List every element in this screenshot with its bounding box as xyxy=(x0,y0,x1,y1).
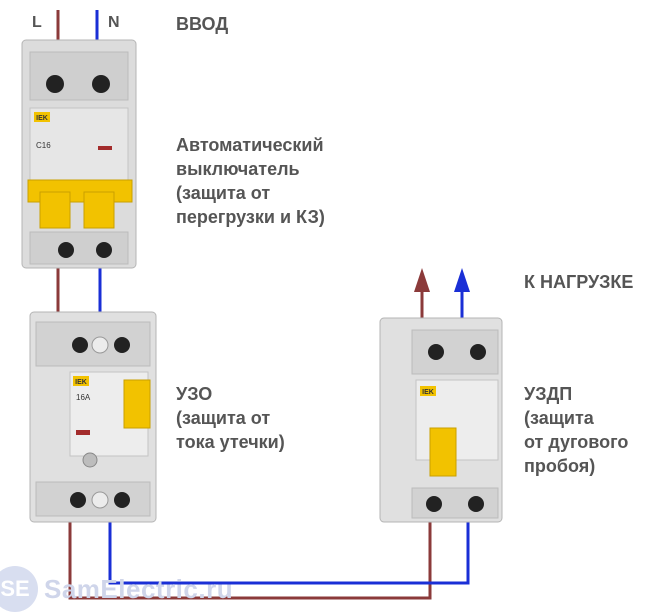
line-output-arrow-icon xyxy=(414,268,430,292)
load-label: К НАГРУЗКЕ xyxy=(524,272,634,292)
input-label: ВВОД xyxy=(176,14,229,34)
afdd-toggle xyxy=(429,427,457,477)
circuit-breaker: IEK C16 xyxy=(21,39,137,269)
rcd-brand: IEK xyxy=(75,379,87,386)
line-rcd-afdd-wire xyxy=(68,500,432,600)
breaker-toggle-right xyxy=(83,191,115,229)
watermark-text: SamElectric.ru xyxy=(44,573,234,604)
watermark-logo: SE xyxy=(0,566,38,612)
watermark: SE SamElectric.ru xyxy=(0,566,300,612)
afdd-brand-badge xyxy=(420,386,436,396)
rcd-toggle xyxy=(123,379,151,429)
rcd-test-button xyxy=(82,452,98,468)
breaker-toggle-left xyxy=(39,191,71,229)
line-wire-label: L xyxy=(32,14,42,31)
afdd-brand: IEK xyxy=(422,389,434,396)
rcd-label: УЗО (защита от тока утечки) xyxy=(176,384,285,452)
neutral-rcd-afdd-wire xyxy=(108,500,470,585)
afdd-label: УЗДП (защита от дугового пробоя) xyxy=(524,384,629,476)
neutral-wire-label: N xyxy=(108,14,120,31)
afdd-device: IEK xyxy=(379,317,503,523)
breaker-brand: IEK xyxy=(36,115,48,122)
breaker-brand-badge xyxy=(34,112,50,122)
rcd-rating: 16A xyxy=(76,393,91,402)
breaker-rating: C16 xyxy=(36,141,51,150)
neutral-output-arrow-icon xyxy=(454,268,470,292)
rcd-device: IEK 16A xyxy=(29,311,157,523)
rcd-brand-badge xyxy=(73,376,89,386)
breaker-label: Автоматический выключатель (защита от пе… xyxy=(176,135,325,227)
